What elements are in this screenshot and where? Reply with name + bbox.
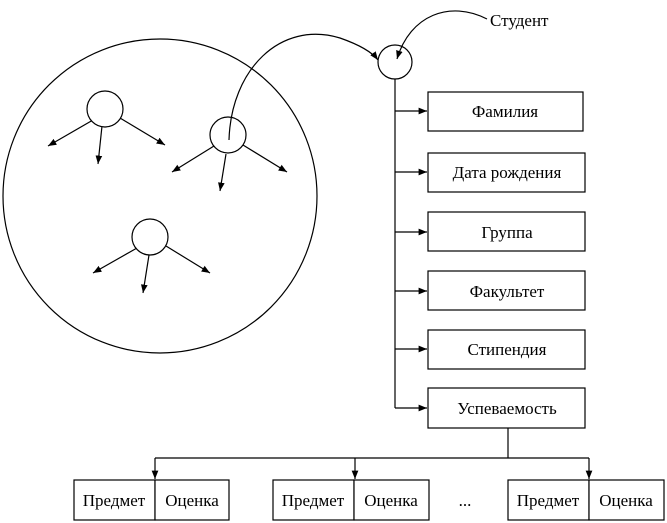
field-box — [427, 211, 586, 252]
grade-cell — [588, 479, 665, 521]
tree-container-circle — [2, 38, 318, 354]
grades-connector — [151, 428, 593, 479]
tree-node-group-1 — [47, 90, 166, 165]
field-box — [427, 387, 586, 429]
grade-cell — [353, 479, 430, 521]
field-label: Успеваемость — [457, 399, 557, 418]
grade-label: Оценка — [165, 491, 219, 510]
subject-label: Предмет — [517, 491, 580, 510]
tree-node-group-2 — [171, 116, 288, 192]
tree-node-linked — [209, 116, 247, 154]
tree-node — [131, 218, 169, 256]
grade-pair-2: Предмет Оценка — [272, 479, 430, 521]
field-label: Стипендия — [468, 340, 547, 359]
field-box — [427, 152, 586, 193]
field-6: Успеваемость — [395, 387, 586, 429]
grade-cell — [154, 479, 230, 521]
subject-label: Предмет — [83, 491, 146, 510]
field-box — [427, 270, 586, 311]
subject-label: Предмет — [282, 491, 345, 510]
field-label: Группа — [481, 223, 533, 242]
field-1: Фамилия — [395, 91, 584, 132]
tree-node — [86, 90, 124, 128]
label-pointer-curve — [396, 10, 488, 60]
ellipsis-label: ... — [459, 491, 472, 510]
grade-label: Оценка — [599, 491, 653, 510]
link-curve-to-record — [228, 33, 379, 141]
field-box — [427, 91, 584, 132]
tree-node-group-3 — [92, 218, 211, 294]
grade-pair-1: Предмет Оценка — [73, 479, 230, 521]
grade-label: Оценка — [364, 491, 418, 510]
field-5: Стипендия — [395, 329, 586, 370]
field-3: Группа — [395, 211, 586, 252]
field-2: Дата рождения — [395, 152, 586, 193]
field-label: Дата рождения — [453, 163, 562, 182]
student-record-node — [377, 44, 413, 80]
grade-pair-3: Предмет Оценка — [507, 479, 665, 521]
root-label: Студент — [490, 11, 549, 30]
field-box — [427, 329, 586, 370]
field-4: Факультет — [395, 270, 586, 311]
field-label: Факультет — [470, 282, 545, 301]
field-label: Фамилия — [472, 102, 538, 121]
